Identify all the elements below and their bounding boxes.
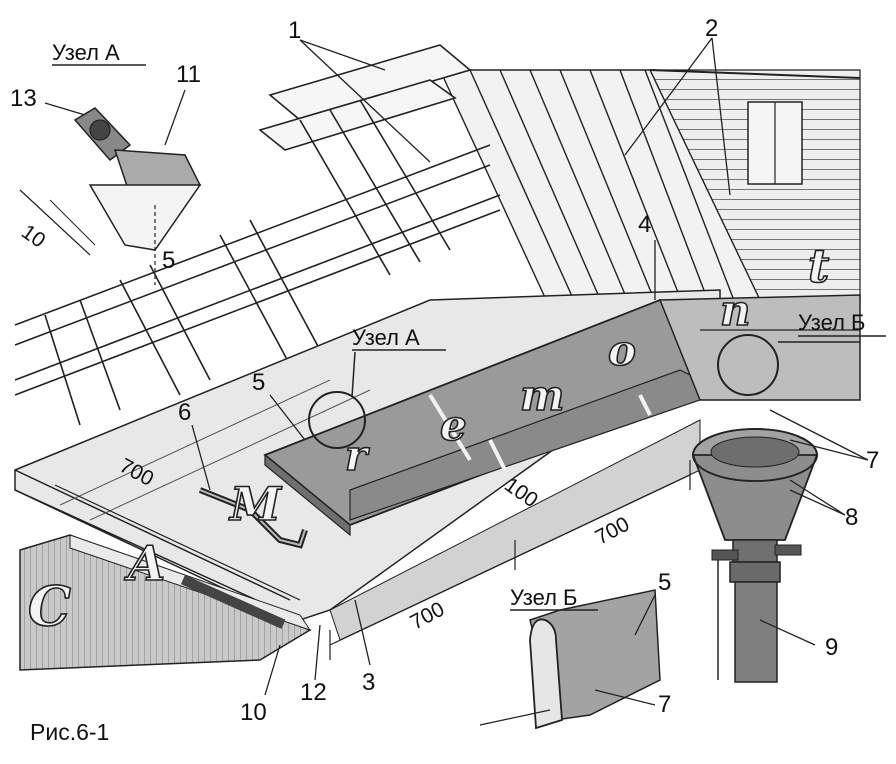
- watermark-letter-r: r: [345, 431, 370, 480]
- fascia-block: [19, 534, 312, 671]
- figure-caption: Рис.6-1: [30, 719, 109, 745]
- gutter-hook: [198, 487, 308, 549]
- watermark-letter-a: A: [124, 536, 165, 592]
- node-a-circle: [308, 391, 366, 449]
- node-b-circle: [717, 334, 779, 396]
- callout-1: 1: [288, 17, 301, 44]
- gutter: [263, 294, 861, 537]
- callout-8: 8: [845, 504, 858, 531]
- inset-node-b: [479, 589, 661, 730]
- node-b-label-inset: Узел Б: [510, 585, 577, 610]
- callout-4: 4: [638, 211, 651, 238]
- downpipe: [711, 544, 802, 683]
- callout-5-main: 5: [252, 369, 265, 396]
- watermark-letter-m2: m: [520, 371, 564, 420]
- callout-6: 6: [178, 399, 191, 426]
- node-a-label-inset: Узел А: [52, 40, 120, 65]
- callout-5-inset-b: 5: [658, 569, 671, 596]
- roof-battens: [14, 44, 501, 426]
- watermark-letter-t: t: [808, 239, 829, 293]
- inset-node-a: [19, 107, 202, 285]
- watermark-letter-e: e: [440, 401, 467, 450]
- dimension-10: 10: [17, 220, 49, 252]
- callout-12: 12: [300, 679, 327, 706]
- callout-11: 11: [176, 61, 201, 88]
- watermark-letter-n: n: [720, 286, 751, 335]
- callout-7-inset-b: 7: [658, 691, 671, 718]
- node-a-label: Узел А: [352, 325, 420, 350]
- watermark-letter-c: C: [28, 574, 71, 638]
- callout-9: 9: [825, 634, 838, 661]
- drip-edge: [180, 574, 286, 629]
- callout-2: 2: [705, 15, 718, 42]
- callout-7-main: 7: [866, 447, 879, 474]
- callout-3: 3: [362, 669, 375, 696]
- leader-lines: [44, 37, 869, 706]
- watermark: C A M r e m o n t: [27, 238, 830, 639]
- node-b-label: Узел Б: [798, 310, 865, 335]
- watermark-letter-o: o: [608, 326, 636, 375]
- funnel: [691, 428, 819, 563]
- callout-13: 13: [10, 85, 37, 112]
- watermark-letter-m: M: [228, 477, 283, 531]
- callout-5-inset-a: 5: [162, 247, 175, 274]
- dimension-lines: [54, 460, 691, 660]
- callout-10: 10: [240, 699, 267, 726]
